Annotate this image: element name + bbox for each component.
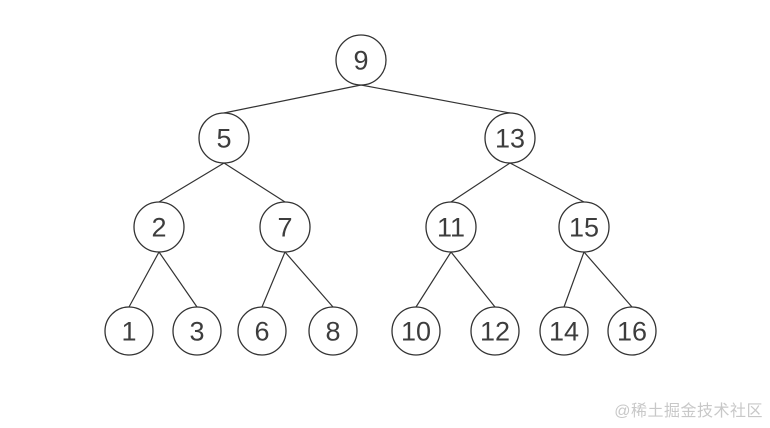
tree-node-circle [391, 306, 441, 356]
tree-node-circle [539, 306, 589, 356]
tree-node-10: 10 [391, 306, 441, 356]
tree-edge-5-2 [158, 162, 225, 203]
tree-node-circle [484, 112, 536, 164]
tree-node-circle [607, 306, 657, 356]
tree-node-11: 11 [425, 201, 477, 253]
tree-edge-13-11 [450, 162, 511, 203]
tree-node-12: 12 [470, 306, 520, 356]
tree-node-circle [335, 34, 387, 86]
tree-node-label: 11 [437, 213, 465, 243]
tree-node-circle [558, 201, 610, 253]
tree-node-circle [172, 306, 222, 356]
tree-node-circle [259, 201, 311, 253]
tree-node-2: 2 [133, 201, 185, 253]
tree-node-circle [104, 306, 154, 356]
tree-edge-9-5 [223, 84, 362, 114]
tree-node-circle [237, 306, 287, 356]
tree-node-label: 7 [277, 213, 292, 243]
tree-node-label: 14 [549, 317, 579, 347]
tree-node-label: 13 [495, 124, 525, 154]
tree-node-label: 1 [121, 317, 136, 347]
tree-node-circle [133, 201, 185, 253]
tree-edge-15-16 [583, 251, 633, 308]
tree-node-circle [198, 112, 250, 164]
tree-node-9: 9 [335, 34, 387, 86]
tree-node-label: 12 [480, 317, 510, 347]
tree-node-label: 15 [569, 213, 599, 243]
tree-node-label: 3 [189, 317, 204, 347]
tree-node-16: 16 [607, 306, 657, 356]
tree-node-label: 16 [617, 317, 647, 347]
tree-edge-7-6 [261, 251, 286, 308]
tree-node-label: 6 [254, 317, 269, 347]
tree-node-label: 9 [353, 46, 368, 76]
tree-node-13: 13 [484, 112, 536, 164]
tree-edge-9-13 [360, 84, 511, 114]
tree-node-circle [425, 201, 477, 253]
tree-node-label: 8 [325, 317, 340, 347]
tree-node-14: 14 [539, 306, 589, 356]
tree-edge-7-8 [284, 251, 334, 308]
tree-edge-5-7 [223, 162, 286, 203]
tree-node-7: 7 [259, 201, 311, 253]
watermark-text: @稀土掘金技术社区 [614, 403, 763, 420]
tree-node-circle [308, 306, 358, 356]
tree-edge-15-14 [563, 251, 585, 308]
tree-node-15: 15 [558, 201, 610, 253]
tree-node-5: 5 [198, 112, 250, 164]
tree-node-circle [470, 306, 520, 356]
tree-edge-2-3 [158, 251, 198, 308]
tree-node-label: 5 [216, 124, 231, 154]
tree-edge-2-1 [128, 251, 160, 308]
tree-edge-11-12 [450, 251, 496, 308]
tree-node-label: 10 [401, 317, 431, 347]
tree-node-3: 3 [172, 306, 222, 356]
tree-edge-11-10 [415, 251, 452, 308]
tree-node-1: 1 [104, 306, 154, 356]
tree-node-label: 2 [151, 213, 166, 243]
tree-edge-13-15 [509, 162, 585, 203]
tree-node-6: 6 [237, 306, 287, 356]
tree-node-8: 8 [308, 306, 358, 356]
